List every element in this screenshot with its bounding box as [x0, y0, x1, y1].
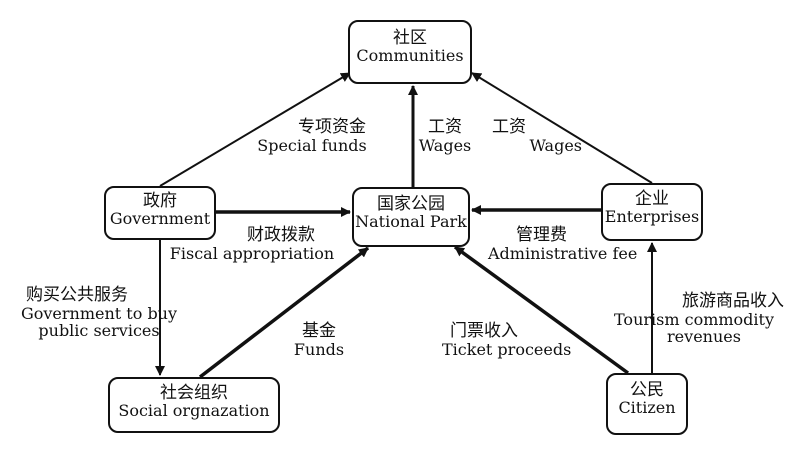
label-tourism-revenues-en1: Tourism commodity [614, 309, 774, 329]
label-special-funds: 专项资金 Special funds [232, 118, 392, 154]
label-funds-zh: 基金 [302, 321, 336, 341]
arrow-government-to-communities [159, 72, 351, 187]
node-enterprises-en: Enterprises [604, 206, 700, 226]
node-national-park: 国家公园 National Park [352, 187, 470, 247]
label-buy-public-services-en1: Government to buy [20, 303, 178, 323]
label-administrative-fee-en: Administrative fee [488, 243, 638, 263]
label-funds-en: Funds [293, 339, 345, 359]
node-government: 政府 Government [104, 186, 216, 240]
label-enterprise-wages-zh: 工资 [492, 117, 526, 137]
node-national-park-zh: 国家公园 [377, 194, 445, 214]
node-citizen-zh: 公民 [630, 380, 664, 400]
label-buy-public-services-en2: public services [38, 321, 160, 341]
label-fiscal-appropriation-zh: 财政拨款 [247, 225, 315, 245]
label-park-wages-en: Wages [418, 135, 472, 155]
label-park-wages-zh: 工资 [428, 117, 462, 137]
label-special-funds-zh: 专项资金 [298, 117, 366, 137]
label-funds: 基金 Funds [284, 322, 354, 358]
node-national-park-en: National Park [355, 211, 467, 231]
label-buy-public-services-zh: 购买公共服务 [26, 285, 128, 305]
label-administrative-fee-zh: 管理费 [516, 225, 567, 245]
label-tourism-revenues-zh: 旅游商品收入 [682, 291, 784, 311]
node-citizen-en: Citizen [618, 397, 676, 417]
node-enterprises-zh: 企业 [635, 189, 669, 209]
node-communities-zh: 社区 [393, 28, 427, 48]
label-special-funds-en: Special funds [257, 135, 367, 155]
node-communities: 社区 Communities [348, 20, 472, 84]
label-ticket-proceeds-en: Ticket proceeds [442, 339, 572, 359]
label-ticket-proceeds: 门票收入 Ticket proceeds [442, 322, 586, 358]
node-social-organization-en: Social orgnazation [118, 400, 270, 420]
label-park-wages: 工资 Wages [412, 118, 478, 154]
node-communities-en: Communities [356, 45, 464, 65]
node-government-zh: 政府 [143, 191, 177, 211]
label-ticket-proceeds-zh: 门票收入 [450, 321, 518, 341]
node-government-en: Government [109, 208, 211, 228]
label-enterprise-wages: 工资 Wages [486, 118, 584, 154]
arrow-enterprises-to-communities [471, 72, 653, 184]
arrow-citizen-to-park [453, 245, 630, 375]
label-enterprise-wages-en: Wages [529, 135, 582, 155]
arrow-social-to-park [198, 246, 370, 379]
label-tourism-revenues-en2: revenues [667, 327, 741, 347]
label-administrative-fee: 管理费 Administrative fee [488, 226, 654, 262]
node-enterprises: 企业 Enterprises [601, 183, 703, 241]
node-citizen: 公民 Citizen [606, 373, 688, 435]
node-social-organization-zh: 社会组织 [160, 383, 228, 403]
label-buy-public-services: 购买公共服务 Government to buy public services [10, 286, 188, 340]
label-fiscal-appropriation-en: Fiscal appropriation [169, 243, 335, 263]
node-social-organization: 社会组织 Social orgnazation [108, 377, 280, 433]
label-fiscal-appropriation: 财政拨款 Fiscal appropriation [163, 226, 341, 262]
label-tourism-revenues: 旅游商品收入 Tourism commodity revenues [600, 292, 788, 346]
